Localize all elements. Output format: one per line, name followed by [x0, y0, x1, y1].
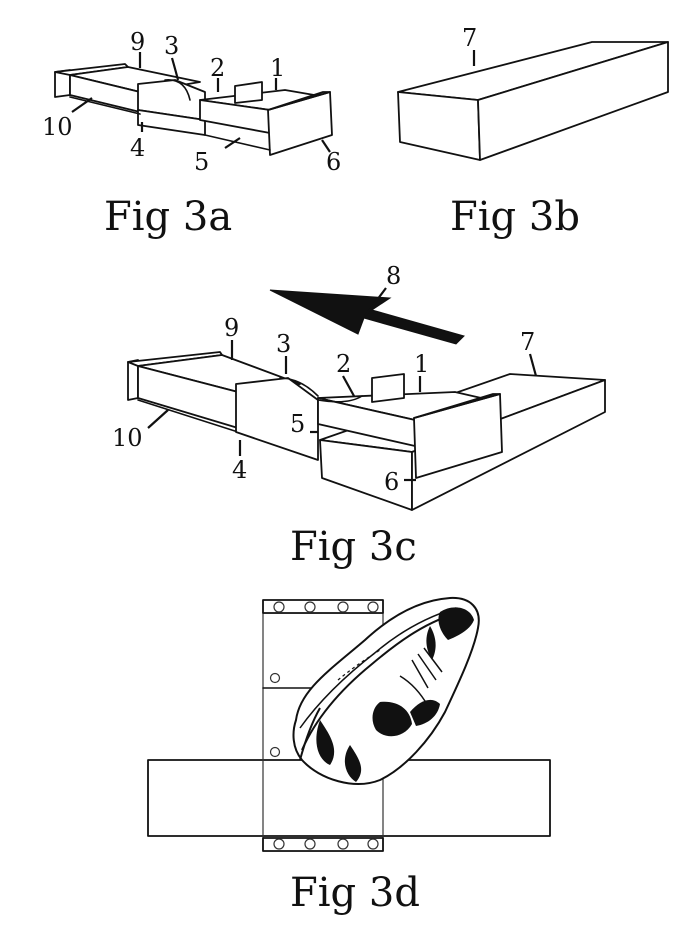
- shoe-illustration: [294, 598, 479, 784]
- label-1: 1: [270, 54, 285, 82]
- label-3: 3: [276, 330, 291, 358]
- label-2: 2: [210, 54, 225, 82]
- label-4: 4: [130, 134, 145, 162]
- label-7: 7: [520, 328, 535, 356]
- label-6: 6: [326, 148, 341, 176]
- caption-fig-3a: Fig 3a: [104, 194, 232, 240]
- fig-3c-drawing: [128, 290, 605, 510]
- label-9: 9: [224, 314, 239, 342]
- label-8: 8: [386, 262, 401, 290]
- caption-fig-3c: Fig 3c: [290, 524, 417, 570]
- fig-3d-labels: Fig 3d: [290, 870, 420, 916]
- label-10: 10: [42, 113, 73, 141]
- label-3: 3: [164, 32, 179, 60]
- label-9: 9: [130, 28, 145, 56]
- label-4: 4: [232, 456, 247, 484]
- caption-fig-3b: Fig 3b: [450, 194, 580, 240]
- label-5: 5: [194, 148, 209, 176]
- fig-3b-drawing: [398, 42, 668, 160]
- label-1: 1: [414, 350, 429, 378]
- label-6: 6: [384, 468, 399, 496]
- label-7: 7: [462, 24, 477, 52]
- label-10: 10: [112, 424, 143, 452]
- label-5: 5: [290, 410, 305, 438]
- fig-3d-drawing: [148, 598, 550, 851]
- caption-fig-3d: Fig 3d: [290, 870, 420, 916]
- label-2: 2: [336, 350, 351, 378]
- direction-arrow: [270, 290, 464, 344]
- fig-3a-drawing: [55, 64, 332, 155]
